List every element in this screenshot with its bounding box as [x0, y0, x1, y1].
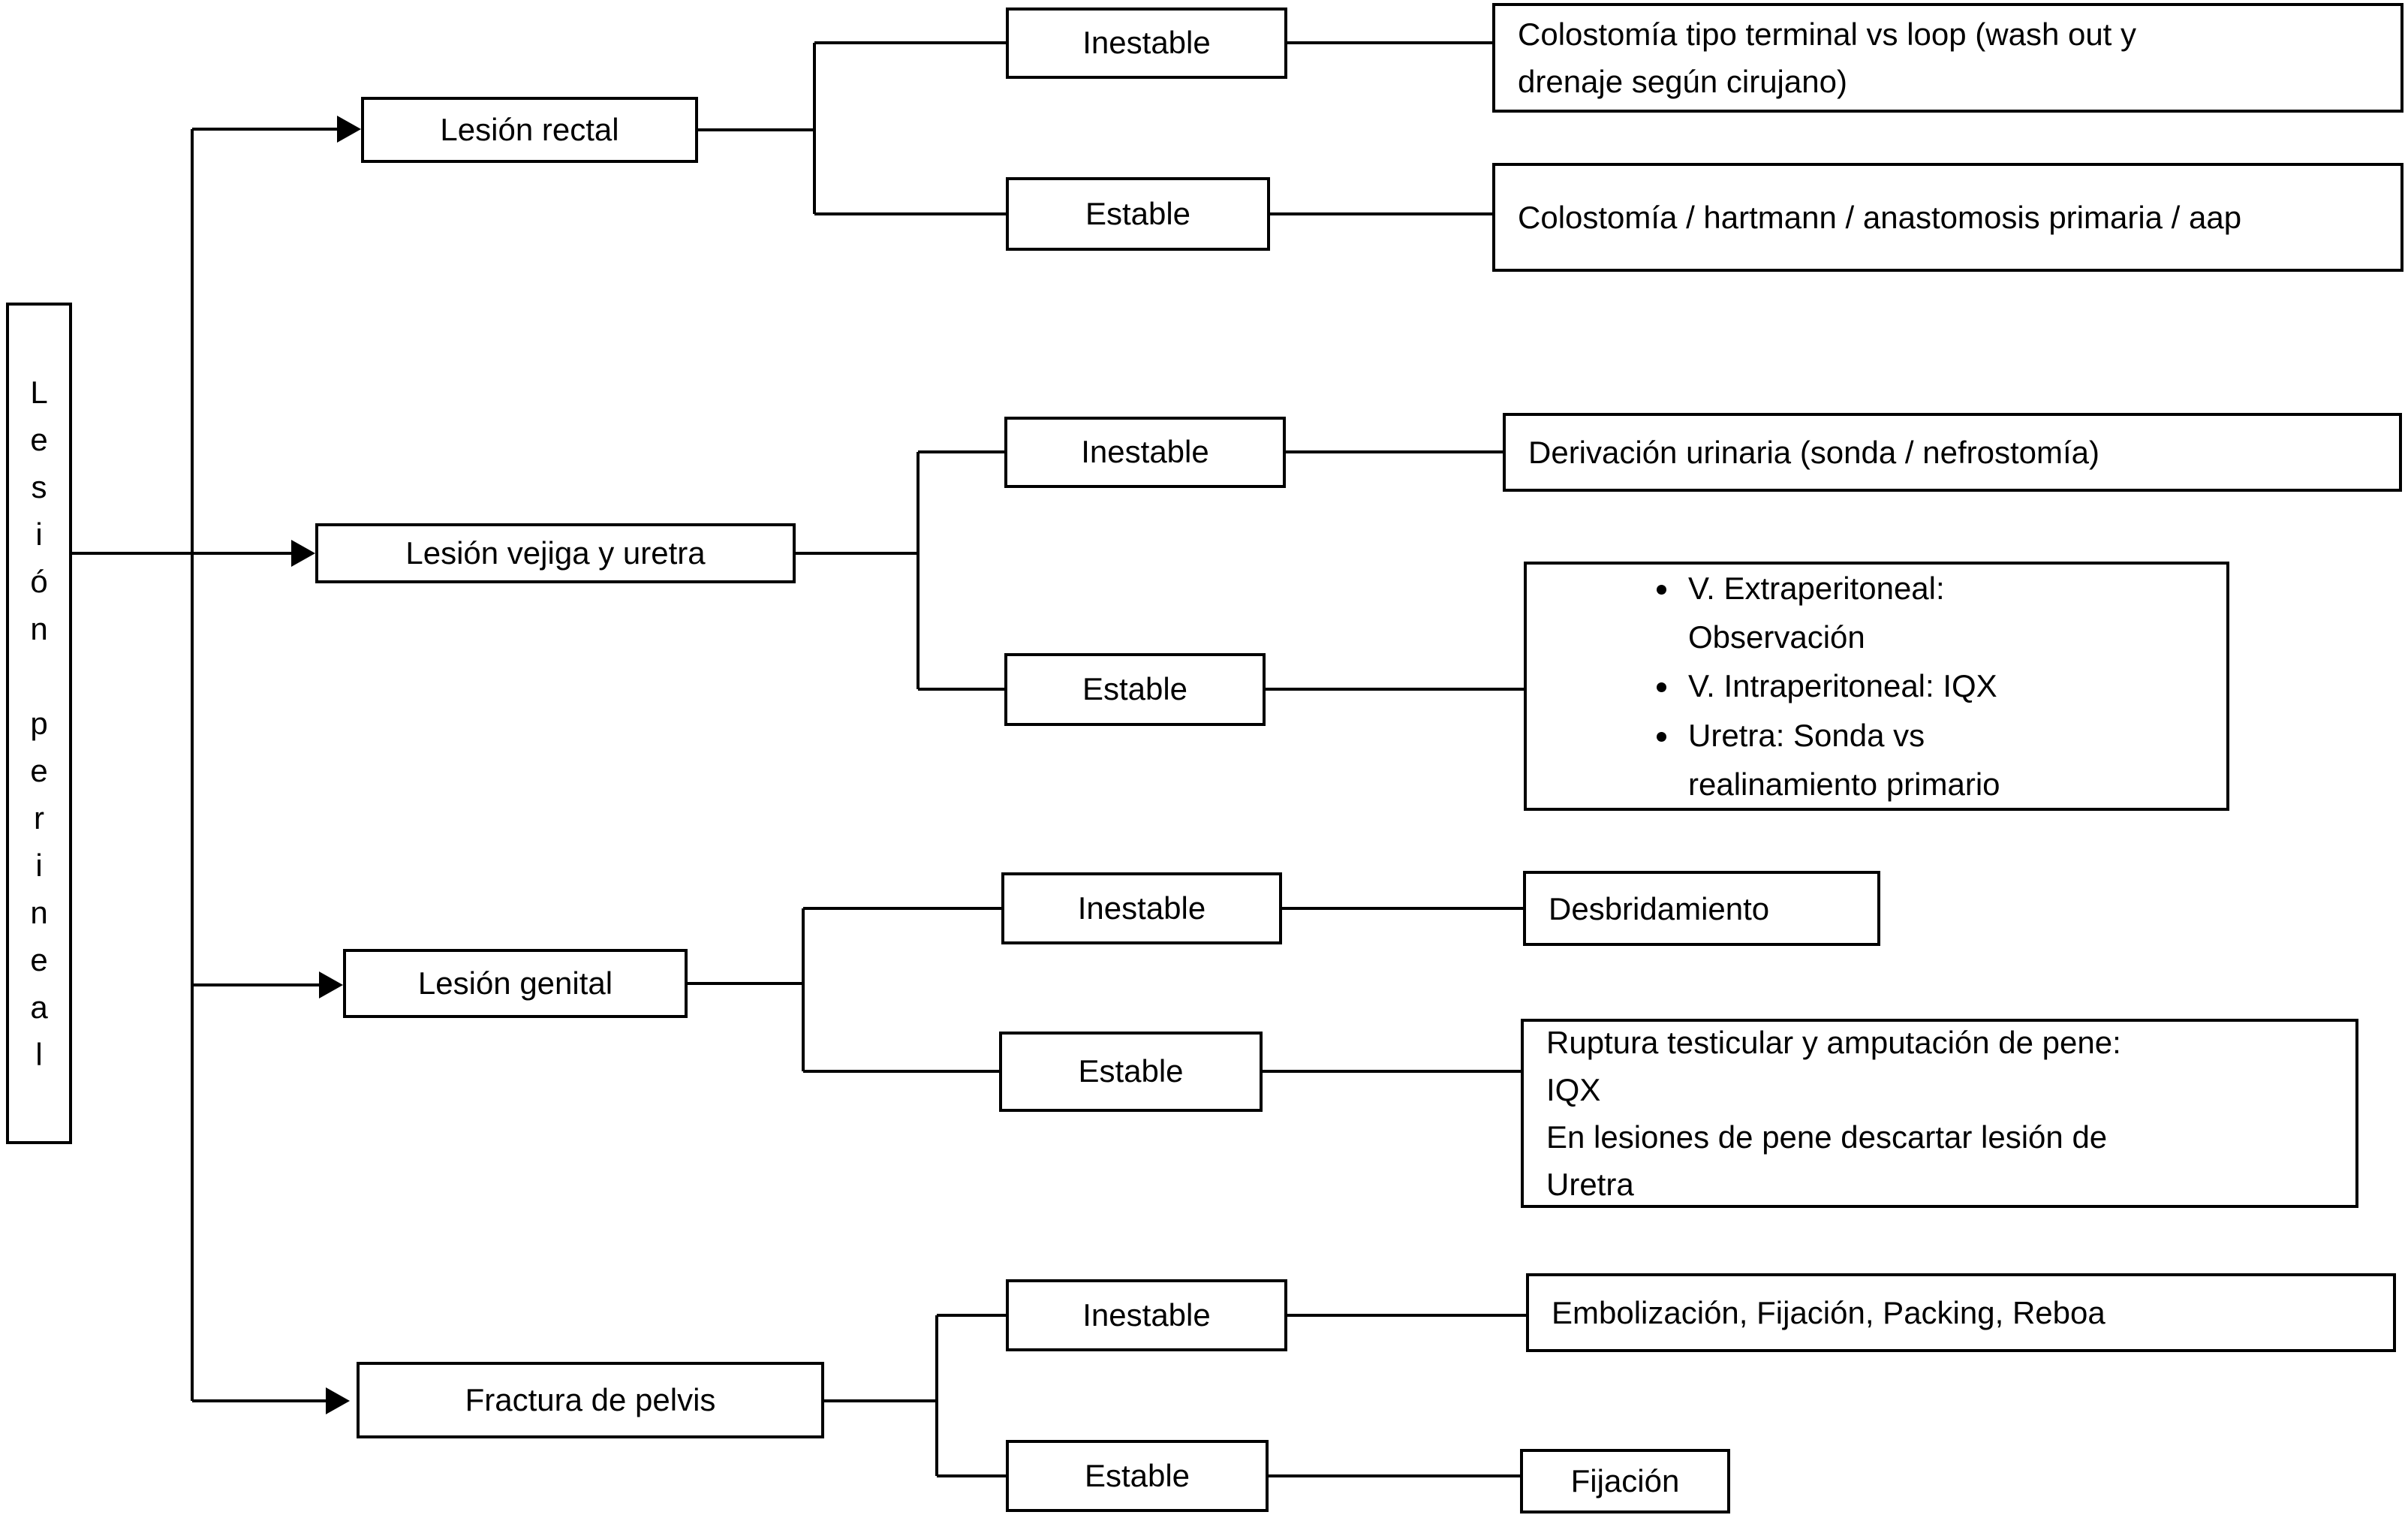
arrowhead-branch2	[291, 540, 315, 567]
node-branch3-estable: Estable	[999, 1032, 1263, 1112]
connector-branch1-split	[698, 41, 1492, 215]
connector-branch2-split	[796, 450, 1524, 691]
node-branch2-inestable: Inestable	[1004, 417, 1286, 488]
arrowhead-branch4	[326, 1387, 350, 1414]
outcome-branch4-inestable: Embolización, Fijación, Packing, Reboa	[1526, 1273, 2396, 1352]
arrowheads	[291, 116, 361, 1414]
node-branch4-inestable: Inestable	[1006, 1279, 1287, 1351]
outcome-branch4-estable: Fijación	[1520, 1449, 1730, 1513]
outcome-branch2-inestable: Derivación urinaria (sonda / nefrostomía…	[1503, 413, 2402, 492]
outcome-branch3-inestable: Desbridamiento	[1523, 871, 1880, 946]
node-lesion-genital: Lesión genital	[343, 949, 688, 1018]
node-lesion-vejiga-uretra: Lesión vejiga y uretra	[315, 523, 796, 583]
bullet-item: Uretra: Sonda vs realinamiento primario	[1681, 711, 2000, 809]
connector-line-group	[72, 41, 1526, 1477]
bullet-item: V. Intraperitoneal: IQX	[1681, 661, 2000, 710]
node-branch4-estable: Estable	[1006, 1440, 1269, 1512]
node-fractura-pelvis: Fractura de pelvis	[357, 1362, 824, 1438]
outcome-branch2-estable: V. Extraperitoneal: Observación V. Intra…	[1524, 562, 2229, 811]
node-root-lesion-perineal: L e s i ó n p e r i n e a l	[6, 303, 72, 1144]
arrowhead-branch3	[319, 971, 343, 998]
connector-branch4-split	[824, 1314, 1526, 1477]
node-branch1-estable: Estable	[1006, 177, 1270, 251]
outcome-branch3-estable: Ruptura testicular y amputación de pene:…	[1521, 1019, 2358, 1208]
outcome-branch1-inestable: Colostomía tipo terminal vs loop (wash o…	[1492, 3, 2403, 113]
node-branch2-estable: Estable	[1004, 653, 1266, 726]
node-branch1-inestable: Inestable	[1006, 8, 1287, 79]
arrowhead-branch1	[337, 116, 361, 143]
outcome-branch1-estable: Colostomía / hartmann / anastomosis prim…	[1492, 163, 2403, 272]
outcome-branch2-bullet-list: V. Extraperitoneal: Observación V. Intra…	[1542, 564, 2000, 808]
node-branch3-inestable: Inestable	[1001, 872, 1282, 944]
node-lesion-rectal: Lesión rectal	[361, 97, 698, 163]
bullet-item: V. Extraperitoneal: Observación	[1681, 564, 2000, 661]
connector-branch3-split	[688, 907, 1523, 1073]
